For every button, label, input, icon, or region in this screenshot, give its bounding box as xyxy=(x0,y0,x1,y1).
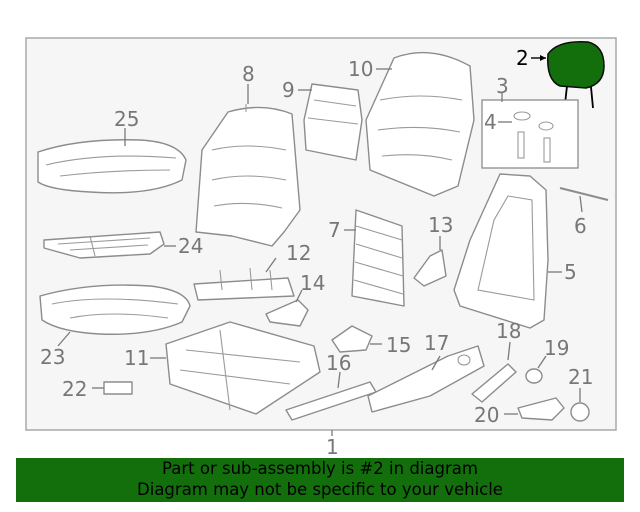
part-15-bracket[interactable] xyxy=(331,325,373,353)
leader-18 xyxy=(507,341,511,361)
leader-14 xyxy=(295,289,303,303)
label-15: 15 xyxy=(386,333,411,357)
label-11: 11 xyxy=(124,346,149,370)
label-4: 4 xyxy=(484,110,497,134)
notice-line-2: Diagram may not be specific to your vehi… xyxy=(137,480,503,499)
leader-19 xyxy=(537,355,547,369)
label-9: 9 xyxy=(282,78,295,102)
part-25-cushion-pad[interactable] xyxy=(37,139,187,194)
part-21-ring[interactable] xyxy=(570,402,590,422)
label-3: 3 xyxy=(496,74,509,98)
label-24: 24 xyxy=(178,234,203,258)
label-19: 19 xyxy=(544,336,569,360)
label-6: 6 xyxy=(574,214,587,238)
label-8: 8 xyxy=(242,62,255,86)
label-21: 21 xyxy=(568,365,593,389)
leader-23 xyxy=(57,331,71,347)
part-18-handle[interactable] xyxy=(471,363,517,403)
leader-17 xyxy=(431,355,441,371)
part-22-clip[interactable] xyxy=(103,381,133,395)
label-23: 23 xyxy=(40,345,65,369)
part-9-back-heater[interactable] xyxy=(303,83,363,161)
leader-16 xyxy=(337,371,341,389)
part-3-guide-kit[interactable] xyxy=(481,99,579,169)
label-17: 17 xyxy=(424,331,449,355)
part-23-cushion-bottom[interactable] xyxy=(39,284,191,335)
label-5: 5 xyxy=(564,260,577,284)
part-24-heater-mat[interactable] xyxy=(43,231,165,259)
label-25: 25 xyxy=(114,107,139,131)
part-17-side-panel[interactable] xyxy=(367,345,485,413)
label-13: 13 xyxy=(428,213,453,237)
notice-line-1: Part or sub-assembly is #2 in diagram xyxy=(162,459,478,478)
part-13-bracket[interactable] xyxy=(413,249,447,287)
leader-12 xyxy=(265,257,277,273)
part-8-back-cover[interactable] xyxy=(195,104,301,247)
part-5-back-frame[interactable] xyxy=(453,173,549,329)
part-19-ring[interactable] xyxy=(525,368,543,384)
part-7-suspension-mat[interactable] xyxy=(351,209,405,307)
label-7: 7 xyxy=(328,218,341,242)
part-20-knob[interactable] xyxy=(517,397,565,421)
label-10: 10 xyxy=(348,57,373,81)
leader-2-arrow xyxy=(540,55,546,61)
label-22: 22 xyxy=(62,377,87,401)
part-12-recliner[interactable] xyxy=(193,267,295,301)
part-11-adjuster[interactable] xyxy=(165,321,321,415)
part-10-back-trim[interactable] xyxy=(365,51,475,197)
label-14: 14 xyxy=(300,271,325,295)
label-16: 16 xyxy=(326,351,351,375)
leader-6 xyxy=(579,195,583,213)
part-6-rod[interactable] xyxy=(559,187,609,201)
label-2: 2 xyxy=(516,46,529,70)
part-14-lever[interactable] xyxy=(265,299,309,327)
label-12: 12 xyxy=(286,241,311,265)
label-1: 1 xyxy=(326,435,339,459)
label-20: 20 xyxy=(474,403,499,427)
label-18: 18 xyxy=(496,319,521,343)
notice-banner: Part or sub-assembly is #2 in diagram Di… xyxy=(16,458,624,502)
